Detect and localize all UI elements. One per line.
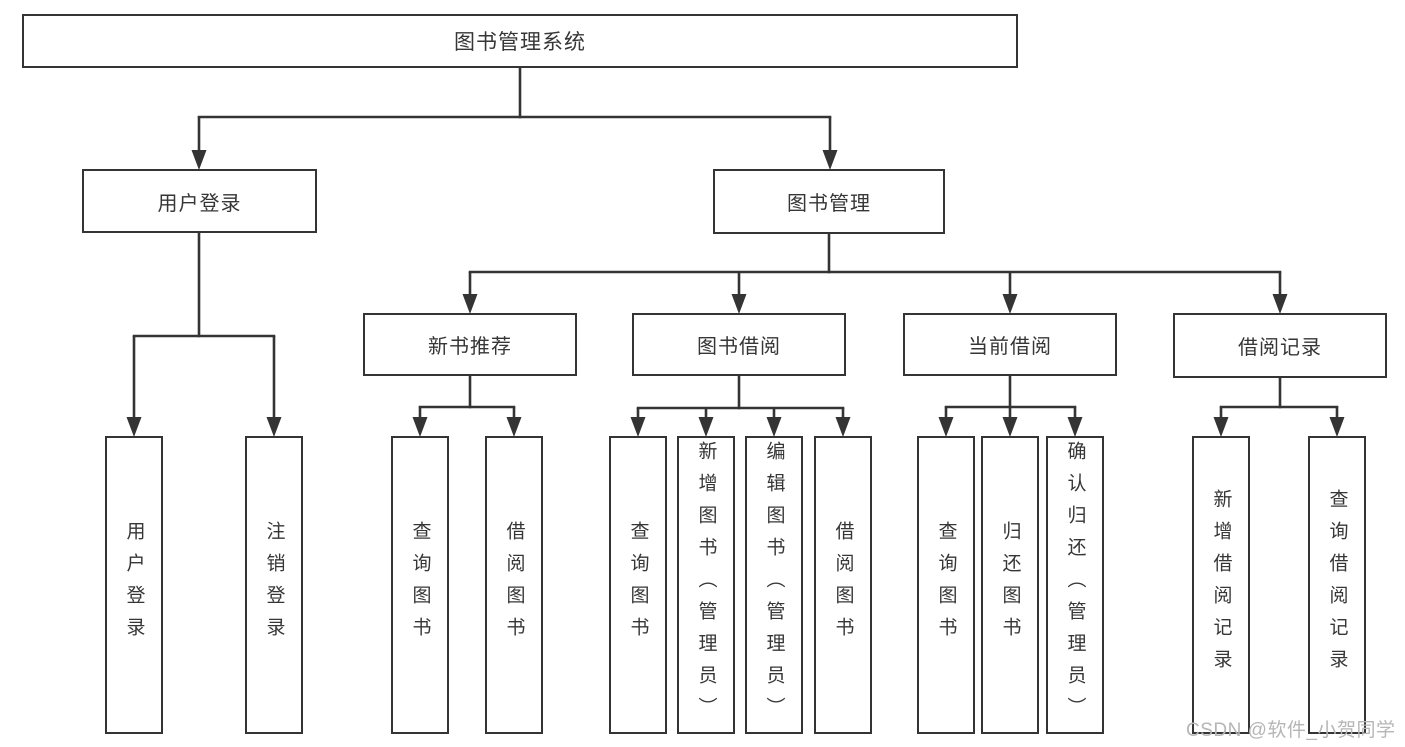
- leaf-label: 确认归还（管理员）: [1064, 441, 1086, 729]
- leaf-label: 编辑图书（管理员）: [763, 441, 785, 729]
- node-root-book-management-system: 图书管理系统: [22, 14, 1018, 68]
- leaf-confirm-return-admin: 确认归还（管理员）: [1046, 436, 1104, 734]
- leaf-query-books-current: 查询图书: [917, 436, 975, 734]
- leaf-return-book: 归还图书: [981, 436, 1039, 734]
- node-book-borrow: 图书借阅: [632, 313, 846, 376]
- node-borrow-records: 借阅记录: [1173, 313, 1387, 378]
- leaf-label: 查询借阅记录: [1326, 489, 1348, 681]
- leaf-borrow-books: 借阅图书: [814, 436, 872, 734]
- node-user-login: 用户登录: [82, 169, 317, 233]
- node-new-book-recommend: 新书推荐: [363, 313, 577, 376]
- leaf-label: 查询图书: [935, 521, 957, 649]
- leaf-label: 借阅图书: [503, 521, 525, 649]
- leaf-label: 借阅图书: [832, 521, 854, 649]
- leaf-query-books-recommend: 查询图书: [391, 436, 449, 734]
- leaf-label: 新增图书（管理员）: [695, 441, 717, 729]
- node-current-borrow: 当前借阅: [903, 313, 1117, 376]
- leaf-query-books-borrow: 查询图书: [609, 436, 667, 734]
- leaf-add-borrow-record: 新增借阅记录: [1192, 436, 1250, 734]
- leaf-user-login: 用户登录: [105, 436, 163, 734]
- leaf-logout: 注销登录: [245, 436, 303, 734]
- leaf-add-book-admin: 新增图书（管理员）: [677, 436, 735, 734]
- csdn-watermark: CSDN @软件_小贺同学: [1186, 720, 1396, 741]
- leaf-label: 注销登录: [263, 521, 285, 649]
- leaf-label: 归还图书: [999, 521, 1021, 649]
- leaf-label: 查询图书: [409, 521, 431, 649]
- node-book-management: 图书管理: [713, 169, 945, 234]
- leaf-label: 查询图书: [627, 521, 649, 649]
- leaf-label: 用户登录: [123, 521, 145, 649]
- leaf-borrow-books-recommend: 借阅图书: [485, 436, 543, 734]
- leaf-label: 新增借阅记录: [1210, 489, 1232, 681]
- leaf-query-borrow-record: 查询借阅记录: [1308, 436, 1366, 734]
- leaf-edit-book-admin: 编辑图书（管理员）: [745, 436, 803, 734]
